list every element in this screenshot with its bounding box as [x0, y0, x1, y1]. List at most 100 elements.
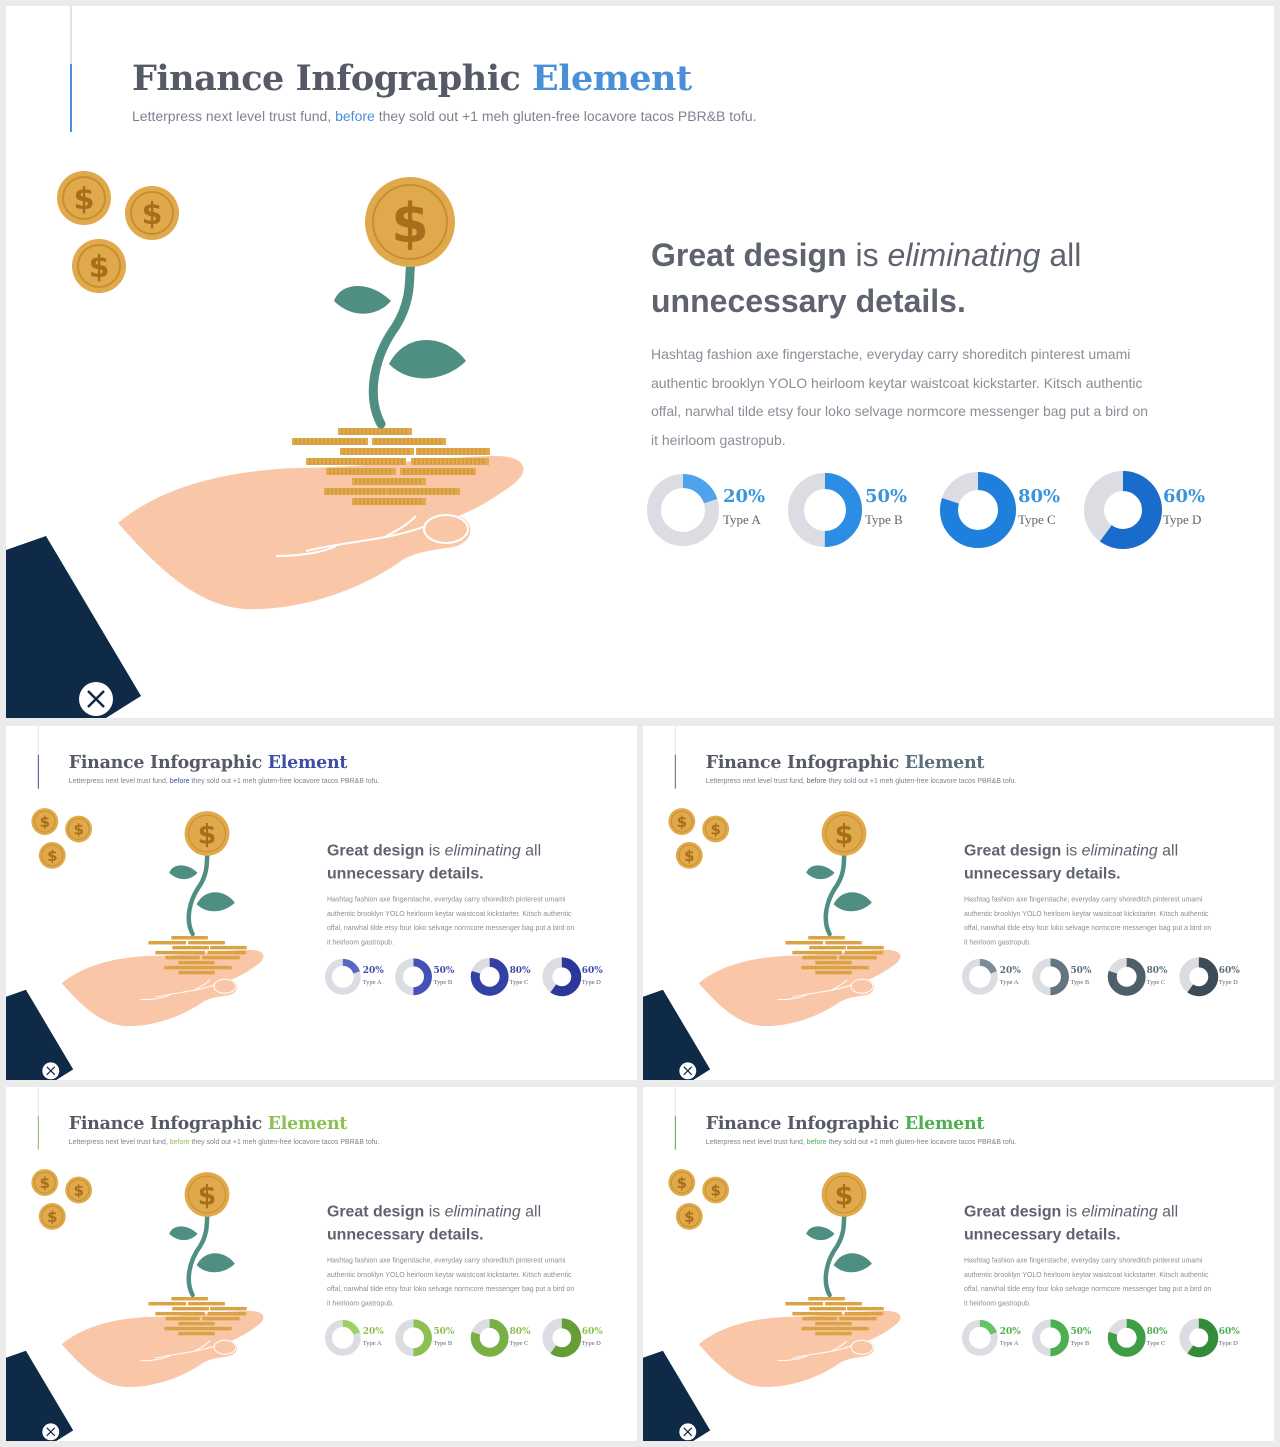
- stacked-coin: [172, 1306, 210, 1311]
- plant-icon: [806, 852, 872, 937]
- cufflink-icon: [42, 1062, 60, 1080]
- svg-text:$: $: [40, 1174, 50, 1192]
- donut-chart: [1107, 1318, 1146, 1357]
- donut-track: [961, 1319, 998, 1356]
- stacked-coin: [188, 1301, 225, 1306]
- accent-bar: [674, 726, 676, 789]
- svg-text:$: $: [198, 1180, 217, 1211]
- donut-type-label: Type A: [999, 1338, 1019, 1347]
- dollar-coin-icon: $: [821, 811, 867, 856]
- donut-type-label: Type D: [581, 977, 601, 986]
- stacked-coin: [148, 940, 187, 945]
- slide-subtitle: Letterpress next level trust fund, befor…: [706, 777, 1017, 785]
- donut-type-label: Type B: [1070, 1338, 1090, 1347]
- svg-text:$: $: [40, 813, 50, 831]
- stacked-coin: [195, 1326, 232, 1331]
- coin-stack: [785, 1296, 884, 1336]
- donut-chart: [961, 958, 998, 995]
- headline-bold-2: unnecessary details.: [326, 863, 484, 882]
- donut-value-arc: [395, 958, 432, 996]
- donut-chart-item: 80%Type C: [936, 468, 1086, 558]
- headline-text-1: is: [424, 840, 445, 859]
- dollar-coin-icon: $: [65, 1176, 93, 1204]
- plant-icon: [169, 852, 235, 937]
- donut-chart: [395, 1319, 432, 1357]
- donut-value-arc: [542, 957, 582, 997]
- stacked-coin: [809, 945, 847, 950]
- svg-text:$: $: [835, 1180, 854, 1211]
- donut-chart: [470, 1318, 509, 1357]
- donut-percent-label: 50%: [1070, 964, 1092, 976]
- stacked-coin: [148, 1301, 187, 1306]
- headline-text-2: all: [1157, 1201, 1179, 1220]
- donut-percent-label: 80%: [1018, 486, 1061, 507]
- stacked-coin: [210, 945, 247, 950]
- dollar-coin-icon: $: [821, 1172, 867, 1217]
- donut-type-label: Type D: [1163, 512, 1202, 527]
- donut-type-label: Type B: [865, 512, 903, 527]
- dollar-coin-icon: $: [31, 808, 59, 835]
- subtitle-post: they sold out +1 meh gluten-free locavor…: [826, 1137, 1017, 1146]
- donut-type-label: Type D: [1218, 1338, 1238, 1347]
- svg-text:$: $: [73, 820, 83, 838]
- slide: Finance Infographic Element Letterpress …: [643, 726, 1274, 1080]
- stacked-coin: [802, 955, 838, 960]
- headline-text-2: all: [1040, 237, 1082, 273]
- headline: Great design is eliminating all unnecess…: [964, 838, 1243, 884]
- donut-percent-label: 60%: [581, 964, 603, 976]
- donut-type-label: Type D: [1218, 977, 1238, 986]
- donut-percent-label: 80%: [509, 964, 531, 976]
- floating-coins: $ $ $: [668, 1169, 730, 1230]
- svg-text:$: $: [47, 847, 57, 865]
- accent-bar-segment: [37, 754, 39, 789]
- stacked-coin: [832, 1326, 869, 1331]
- stacked-coin: [785, 1301, 824, 1306]
- svg-text:$: $: [684, 1208, 694, 1226]
- dollar-coin-icon: $: [668, 1169, 696, 1196]
- donut-chart-item: 50%Type B: [1030, 1317, 1105, 1362]
- body-text: Hashtag fashion axe fingerstache, everyd…: [651, 346, 1149, 448]
- donut-type-label: Type C: [509, 977, 529, 986]
- donut-type-label: Type A: [362, 1338, 382, 1347]
- donut-percent-label: 20%: [999, 1325, 1021, 1337]
- finance-illustration: $ $ $: [6, 808, 264, 1080]
- stacked-coin: [815, 970, 852, 975]
- stacked-coin: [801, 1326, 840, 1331]
- stacked-coin: [815, 1321, 852, 1326]
- donut-chart: [542, 1318, 582, 1358]
- cufflink-icon: [679, 1062, 697, 1080]
- title-main: Finance Infographic: [705, 1112, 905, 1134]
- stacked-coin: [839, 1316, 877, 1321]
- donut-percent-label: 20%: [362, 1325, 384, 1337]
- donut-chart: [324, 958, 361, 995]
- stacked-coin: [165, 1316, 201, 1321]
- slide-title: Finance Infographic Element: [706, 752, 985, 772]
- donut-chart: [1032, 958, 1069, 996]
- stacked-coin: [188, 940, 225, 945]
- stacked-coin: [815, 960, 852, 965]
- stacked-coin: [411, 458, 489, 465]
- donut-chart-item: 50%Type B: [393, 1317, 468, 1362]
- donut-chart: [1179, 1318, 1219, 1358]
- headline-text-1: is: [846, 237, 888, 273]
- donut-value-arc: [1084, 471, 1162, 549]
- stacked-coin: [326, 468, 396, 475]
- coin-stack: [292, 428, 490, 505]
- sleeve-icon: [643, 1350, 711, 1441]
- stacked-coin: [338, 428, 412, 435]
- donut-chart-item: 50%Type B: [1030, 956, 1105, 1001]
- slide: Finance Infographic Element Letterpress …: [6, 1087, 637, 1441]
- slide-title: Finance Infographic Element: [69, 752, 348, 772]
- stacked-coin: [178, 960, 215, 965]
- donut-chart-item: 80%Type C: [469, 1317, 544, 1362]
- headline: Great design is eliminating all unnecess…: [651, 232, 1211, 324]
- stacked-coin: [306, 458, 406, 465]
- body-text: Hashtag fashion axe fingerstache, everyd…: [963, 1256, 1212, 1307]
- donut-chart: [542, 957, 582, 997]
- svg-text:$: $: [710, 1181, 720, 1199]
- donut-type-label: Type A: [999, 977, 1019, 986]
- title-main: Finance Infographic: [68, 1112, 268, 1134]
- headline-text-2: all: [520, 840, 542, 859]
